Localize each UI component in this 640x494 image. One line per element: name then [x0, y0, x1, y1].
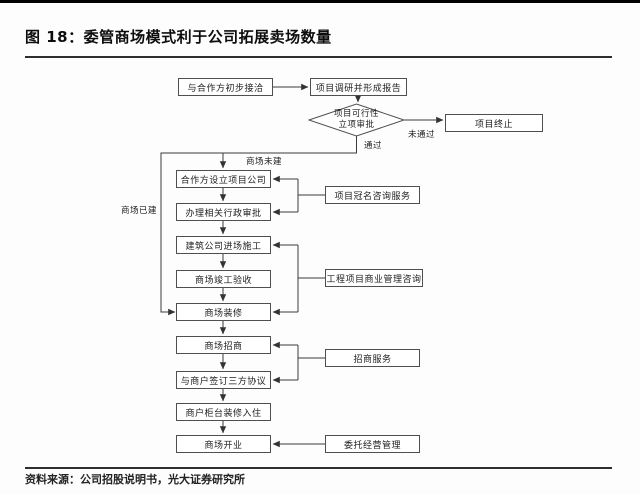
flow-node-initial-contact: 与合作方初步接洽 [178, 78, 273, 96]
figure-title: 图 18：委管商场模式利于公司拓展卖场数量 [25, 28, 332, 46]
branch-label-passed: 通过 [364, 141, 383, 151]
flow-node-feasibility: 项目可行性 立项审批 [311, 106, 402, 134]
path-passed-route [160, 136, 357, 316]
footer-divider [25, 467, 612, 469]
flow-node-completion-acceptance: 商场竣工验收 [176, 270, 271, 288]
branch-label-mall-built: 商场已建 [121, 206, 158, 216]
flow-node-leasing-service: 招商服务 [325, 349, 420, 367]
flow-node-mall-decoration: 商场装修 [176, 303, 271, 321]
flow-node-naming-consulting: 项目冠名咨询服务 [325, 186, 420, 204]
connector-pm-trunk [297, 245, 325, 312]
flow-node-mall-leasing: 商场招商 [176, 336, 271, 354]
flow-node-project-termination: 项目终止 [445, 114, 543, 132]
flow-node-admin-approval: 办理相关行政审批 [176, 203, 271, 221]
flow-node-project-research: 项目调研并形成报告 [310, 78, 407, 96]
flow-node-entrusted-management: 委托经营管理 [325, 435, 420, 453]
flow-node-mall-opening: 商场开业 [176, 435, 271, 453]
feasibility-diamond-shape [307, 103, 406, 137]
connector-leasing-trunk [297, 345, 325, 380]
branch-label-mall-not-built: 商场未建 [246, 157, 283, 167]
source-note: 资料来源：公司招股说明书，光大证券研究所 [25, 473, 245, 486]
branch-label-not-passed: 未通过 [408, 130, 436, 140]
flow-node-setup-company: 合作方设立项目公司 [176, 170, 271, 188]
flow-node-pm-consulting: 工程项目商业管理咨询 [325, 269, 423, 287]
feasibility-line2: 立项审批 [338, 120, 375, 130]
flow-node-merchant-movein: 商户柜台装修入住 [176, 403, 271, 421]
title-divider [25, 56, 612, 58]
feasibility-line1: 项目可行性 [333, 108, 379, 119]
top-black-bar [0, 0, 640, 3]
flow-node-tripartite-agreement: 与商户签订三方协议 [176, 371, 271, 389]
flow-node-construction: 建筑公司进场施工 [176, 236, 271, 254]
connector-naming-trunk [297, 179, 325, 212]
